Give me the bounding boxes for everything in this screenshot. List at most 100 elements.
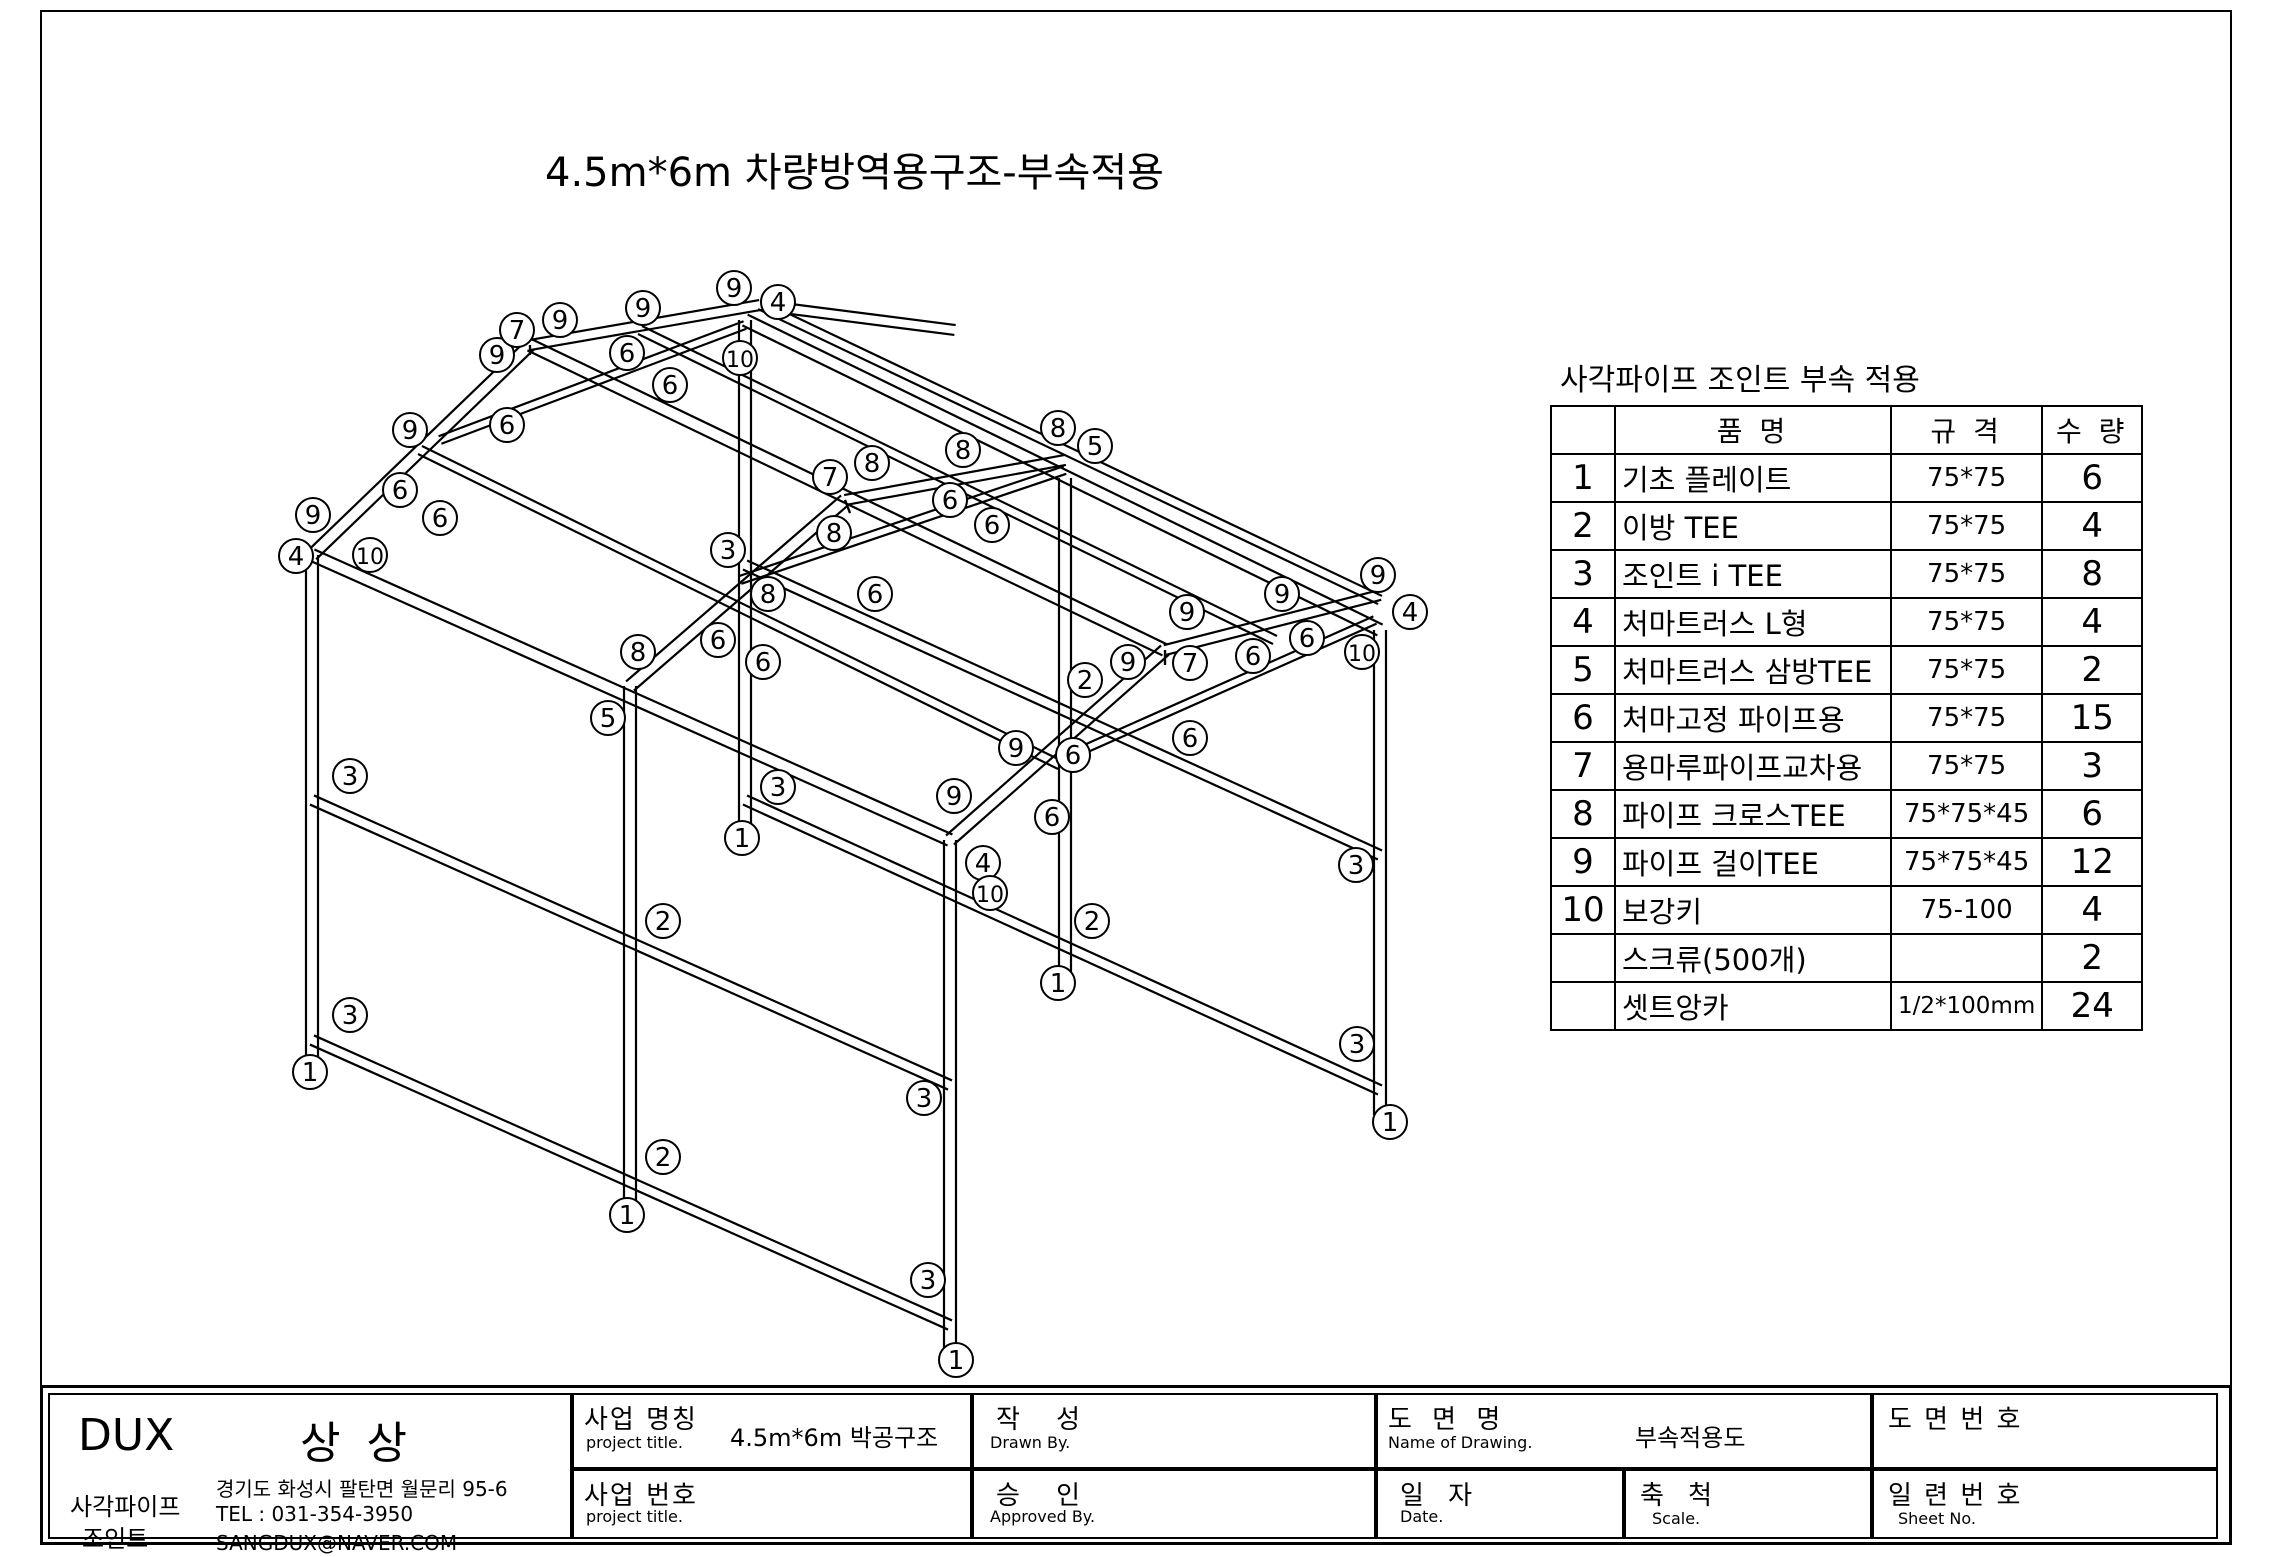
row-spec: 75*75 bbox=[1889, 741, 2044, 791]
callout-number: 2 bbox=[655, 1143, 672, 1173]
callout-circle bbox=[292, 1054, 328, 1090]
project-no-label: 사업 번호 bbox=[584, 1481, 698, 1511]
callout-circle bbox=[938, 1342, 974, 1378]
callout-number: 2 bbox=[1077, 666, 1094, 696]
callout-circle bbox=[295, 497, 331, 533]
collar-tie bbox=[1061, 622, 1378, 765]
callout-number: 2 bbox=[1084, 907, 1101, 937]
row-name: 처마트러스 L형 bbox=[1614, 597, 1892, 647]
callout-circle bbox=[750, 576, 786, 612]
callout-number: 6 bbox=[432, 504, 449, 534]
callout-number: 6 bbox=[984, 511, 1001, 541]
callout-number: 5 bbox=[1087, 432, 1104, 462]
ridge-beam bbox=[532, 338, 1169, 646]
drawn-by-label-en: Drawn By. bbox=[990, 1433, 1071, 1452]
rafter-pipe bbox=[1163, 589, 1380, 647]
title-block: DUX 상 상 사각파이프 조인트 경기도 화성시 팔탄면 월문리 95-6 T… bbox=[40, 1385, 2232, 1555]
ground-rail-right bbox=[746, 794, 1383, 1087]
rafter-pipe bbox=[633, 503, 850, 692]
row-spec: 75*75 bbox=[1889, 501, 2044, 551]
row-qty: 2 bbox=[2041, 645, 2144, 695]
header-qty: 수 량 bbox=[2041, 405, 2144, 455]
callout-number: 9 bbox=[402, 416, 419, 446]
scale-label: 축 척 bbox=[1640, 1481, 1721, 1511]
callout-number: 6 bbox=[1182, 724, 1199, 754]
callout-number: 4 bbox=[975, 849, 992, 879]
drawing-title: 4.5m*6m 차량방역용구조-부속적용 bbox=[545, 150, 1164, 196]
callout-number: 2 bbox=[655, 907, 672, 937]
approved-by-cell bbox=[972, 1469, 1376, 1539]
callout-number: 7 bbox=[509, 316, 526, 346]
side-rail-left bbox=[313, 794, 953, 1082]
callout-circle bbox=[760, 284, 796, 320]
row-no: 8 bbox=[1550, 789, 1616, 839]
callout-number: 1 bbox=[302, 1058, 319, 1088]
callout-number: 3 bbox=[342, 762, 359, 792]
callout-number: 3 bbox=[770, 773, 787, 803]
rafter-pipe bbox=[843, 453, 1065, 497]
callout-circle bbox=[1235, 638, 1271, 674]
callout-number: 6 bbox=[1065, 741, 1082, 771]
callout-circle bbox=[332, 997, 368, 1033]
callout-circle bbox=[1360, 557, 1396, 593]
company-cell bbox=[48, 1393, 572, 1539]
callout-number: 9 bbox=[1179, 598, 1196, 628]
callout-number: 9 bbox=[946, 782, 963, 812]
callout-circle bbox=[1392, 594, 1428, 630]
scale-label-en: Scale. bbox=[1652, 1509, 1701, 1528]
collar-tie bbox=[1057, 615, 1374, 758]
callout-circle bbox=[1055, 737, 1091, 773]
brand-logo-text: DUX bbox=[78, 1410, 175, 1461]
callout-circle bbox=[716, 270, 752, 306]
row-name: 파이프 걸이TEE bbox=[1614, 837, 1892, 887]
callout-number: 1 bbox=[1382, 1108, 1399, 1138]
row-no: 4 bbox=[1550, 597, 1616, 647]
row-name: 조인트 i TEE bbox=[1614, 549, 1892, 599]
row-spec: 75*75 bbox=[1889, 453, 2044, 503]
callout-circle bbox=[609, 1197, 645, 1233]
drawing-name-value: 부속적용도 bbox=[1635, 1424, 1746, 1452]
project-no-cell bbox=[572, 1469, 972, 1539]
drawing-name-label-en: Name of Drawing. bbox=[1388, 1433, 1533, 1452]
callout-circle bbox=[352, 537, 388, 573]
callout-circle bbox=[857, 576, 893, 612]
row-spec: 75*75*45 bbox=[1889, 837, 2044, 887]
row-name: 기초 플레이트 bbox=[1614, 453, 1892, 503]
callout-number: 6 bbox=[867, 580, 884, 610]
callout-number: 6 bbox=[1044, 803, 1061, 833]
callout-number: 9 bbox=[552, 306, 569, 336]
row-spec: 1/2*100mm bbox=[1889, 981, 2044, 1031]
row-qty: 4 bbox=[2041, 501, 2144, 551]
callout-number: 4 bbox=[1402, 598, 1419, 628]
callout-circle bbox=[724, 820, 760, 856]
rafter-pipe bbox=[530, 308, 762, 352]
callout-circle bbox=[1339, 1026, 1375, 1062]
collar-tie bbox=[740, 472, 1067, 585]
callout-circle bbox=[499, 312, 535, 348]
callout-number: 8 bbox=[955, 436, 972, 466]
callout-number: 7 bbox=[1182, 649, 1199, 679]
side-rail-left bbox=[309, 803, 949, 1091]
row-no: 7 bbox=[1550, 741, 1616, 791]
drawn-by-label: 작 성 bbox=[996, 1405, 1095, 1435]
callout-number: 9 bbox=[1274, 580, 1291, 610]
row-qty: 6 bbox=[2041, 453, 2144, 503]
product-line-2: 조인트 bbox=[82, 1525, 149, 1553]
company-tel: TEL : 031-354-3950 bbox=[216, 1502, 414, 1526]
project-no-label-en: project title. bbox=[586, 1507, 683, 1526]
callout-circle bbox=[700, 622, 736, 658]
callout-number: 6 bbox=[755, 648, 772, 678]
callout-circle bbox=[710, 532, 746, 568]
callout-circle bbox=[936, 778, 972, 814]
row-no: 1 bbox=[1550, 453, 1616, 503]
callout-number: 7 bbox=[822, 463, 839, 493]
purlin bbox=[757, 308, 1379, 606]
callout-number: 6 bbox=[942, 486, 959, 516]
